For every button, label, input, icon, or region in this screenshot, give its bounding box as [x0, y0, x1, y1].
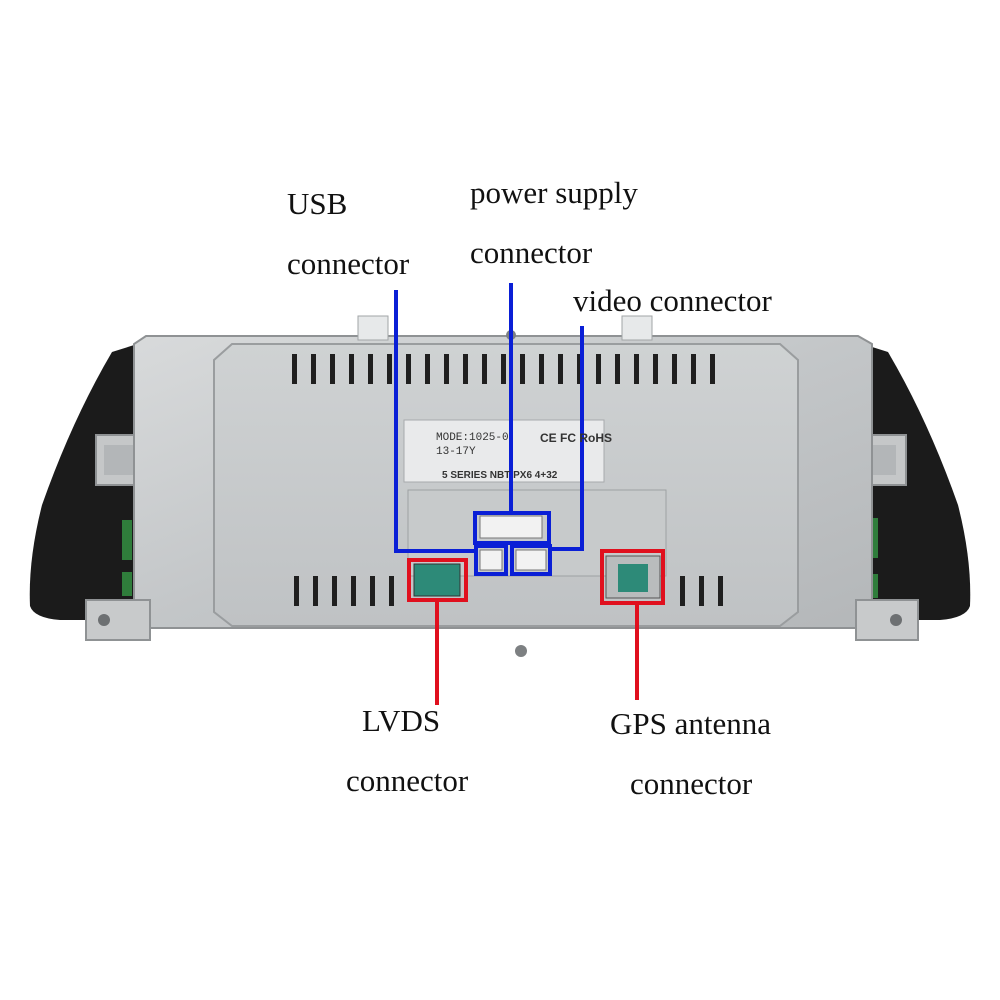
display-bezel-right — [850, 340, 971, 620]
usb-callout-line2: connector — [287, 246, 410, 281]
inner-panel — [213, 343, 799, 627]
top-vents — [292, 354, 715, 384]
usb-callout-line1: USB — [287, 186, 348, 221]
usb-connector-body — [479, 549, 503, 571]
video-callout: video connector — [573, 283, 772, 318]
usb-leader — [394, 290, 476, 553]
video-connector-body — [515, 549, 547, 571]
label-model: MODE:1025-0 — [436, 432, 509, 444]
usb-highlight — [474, 544, 508, 576]
video-highlight — [510, 544, 552, 576]
gps-callout-line2: connector — [630, 766, 753, 801]
display-bezel — [29, 340, 150, 620]
bottom-vents — [294, 576, 723, 606]
gps-callout-line1: GPS antenna — [610, 706, 772, 741]
power-connector-body — [479, 515, 543, 539]
power-callout-line1: power supply — [470, 175, 638, 210]
lvds-connector-body — [413, 563, 461, 597]
label-years: 13-17Y — [436, 446, 476, 458]
video-leader — [550, 326, 584, 551]
product-label — [403, 419, 605, 483]
lvds-callout-line2: connector — [346, 763, 469, 798]
lvds-callout-line1: LVDS — [362, 703, 441, 738]
gps-highlight — [600, 549, 665, 605]
label-series: 5 SERIES NBT PX6 4+32 — [442, 470, 558, 481]
label-marks: CE FC RoHS — [540, 431, 612, 445]
power-callout-line2: connector — [470, 235, 593, 270]
